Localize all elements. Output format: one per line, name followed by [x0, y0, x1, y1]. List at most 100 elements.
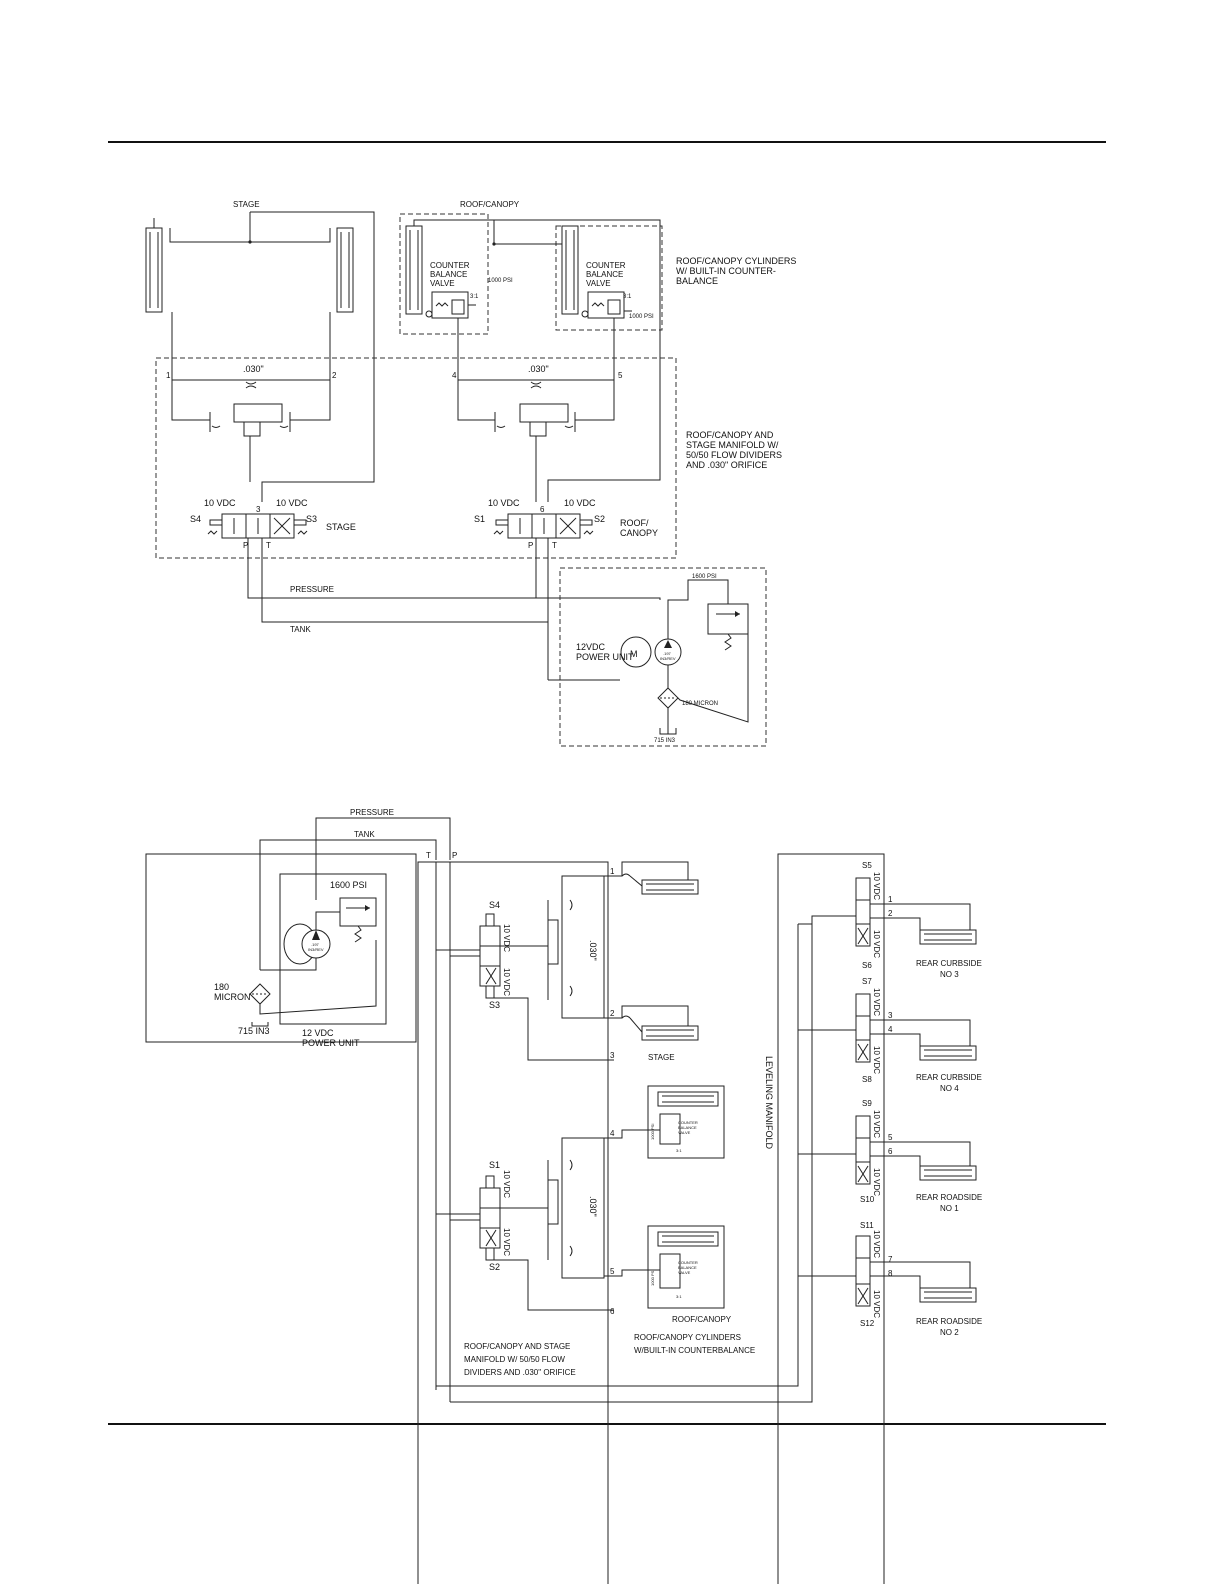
roof-valve-label-2: CANOPY — [620, 528, 658, 538]
b-lev-port-1: 1 — [888, 895, 893, 904]
b-port-5: 5 — [610, 1267, 615, 1276]
b-roof-label: ROOF/CANOPY — [672, 1315, 732, 1324]
cbv-left-setting: 1000 PSI — [488, 278, 513, 284]
b-sol-s8: S8 — [862, 1075, 872, 1084]
b-port-2: 2 — [610, 1009, 615, 1018]
pump-disp-2: IN3/REV — [660, 656, 676, 661]
b-cbv2-setting: 1000 PSI — [650, 1270, 655, 1286]
b-sol-s1: S1 — [489, 1160, 500, 1170]
b-cbv2-ratio: 3:1 — [676, 1294, 682, 1299]
b-roof-voltage-bottom: 10 VDC — [502, 1228, 511, 1256]
stage-port-t: T — [266, 541, 271, 550]
b-cbv2-2: BALANCE — [678, 1265, 697, 1270]
roof-cyl-group-right — [555, 225, 663, 331]
flow-divider-roof — [494, 403, 576, 502]
orifice-right: .030" — [528, 364, 549, 374]
b-stage-valve — [479, 913, 501, 999]
b-stage-cyl-1 — [641, 879, 699, 895]
b-lev-port-6: 6 — [888, 1147, 893, 1156]
b-power-unit-1: 12 VDC — [302, 1028, 334, 1038]
b-sol-s2: S2 — [489, 1262, 500, 1272]
b-cbv2-1: COUNTER — [678, 1260, 698, 1265]
b-lev-v1: 10 VDC — [872, 872, 881, 900]
cbv-right-ratio: 3:1 — [623, 294, 632, 300]
sol-s3: S3 — [306, 514, 317, 524]
b-pressure-label: PRESSURE — [350, 808, 394, 817]
b-manifold-note-3: DIVIDERS AND .030" ORIFICE — [464, 1368, 576, 1377]
b-leveling-manifold — [777, 853, 885, 1584]
b-jack-2-label-2: NO 4 — [940, 1084, 959, 1093]
b-cbv2-3: VALVE — [678, 1270, 691, 1275]
b-roof-cyl-2 — [657, 1231, 719, 1247]
cylinders-note-1: ROOF/CANOPY CYLINDERS — [676, 256, 796, 266]
b-reservoir: 715 IN3 — [238, 1026, 270, 1036]
b-lev-valve-3 — [798, 1115, 971, 1185]
b-sol-s11: S11 — [860, 1221, 874, 1230]
b-roof-cyl-group-2 — [647, 1225, 725, 1309]
top-manifold-box — [155, 357, 677, 559]
port-1: 1 — [166, 371, 171, 380]
stage-directional-valve — [207, 513, 308, 539]
b-lev-v2: 10 VDC — [872, 930, 881, 958]
power-unit-1: 12VDC — [576, 642, 606, 652]
roof-cyl-group-left — [399, 213, 489, 335]
b-jack-4-label-2: NO 2 — [940, 1328, 959, 1337]
b-jack-3-label-2: NO 1 — [940, 1204, 959, 1213]
b-cbv1-3: VALVE — [678, 1130, 691, 1135]
b-lev-port-7: 7 — [888, 1255, 893, 1264]
b-port-1: 1 — [610, 867, 615, 876]
b-roof-voltage-top: 10 VDC — [502, 1170, 511, 1198]
b-tank-label: TANK — [354, 830, 375, 839]
pressure-line-label: PRESSURE — [290, 585, 334, 594]
b-filter-1: 180 — [214, 982, 229, 992]
b-port-3: 3 — [610, 1051, 615, 1060]
manifold-note-3: 50/50 FLOW DIVIDERS — [686, 450, 782, 460]
cbv-right-setting: 1000 PSI — [629, 314, 654, 320]
b-lev-v6: 10 VDC — [872, 1168, 881, 1196]
manifold-note-4: AND .030" ORIFICE — [686, 460, 767, 470]
stage-valve-label: STAGE — [326, 522, 356, 532]
orifice-left: .030" — [243, 364, 264, 374]
b-relief-valve — [339, 897, 377, 927]
b-relief-setting: 1600 PSI — [330, 880, 367, 890]
port-4: 4 — [452, 371, 457, 380]
roof-valve-label-1: ROOF/ — [620, 518, 649, 528]
stage-cylinder-left — [145, 227, 163, 313]
roof-voltage-right: 10 VDC — [564, 498, 596, 508]
roof-voltage-left: 10 VDC — [488, 498, 520, 508]
cylinders-note-2: W/ BUILT-IN COUNTER- — [676, 266, 776, 276]
b-jack-2-label-1: REAR CURBSIDE — [916, 1073, 982, 1082]
bottom-diagram: PRESSURE TANK 1600 PSI .197 IN3/REV 180 … — [145, 808, 982, 1584]
b-lev-v4: 10 VDC — [872, 1046, 881, 1074]
b-cbv1-setting: 1000 PSI — [650, 1124, 655, 1140]
manifold-note-2: STAGE MANIFOLD W/ — [686, 440, 779, 450]
filter-rating: 180 MICRON — [682, 701, 718, 707]
cbv-right-label-2: BALANCE — [586, 270, 623, 279]
motor — [620, 636, 652, 668]
b-roof-valve — [479, 1175, 501, 1261]
cbv-right-label-3: VALVE — [586, 279, 611, 288]
b-pump-2: IN3/REV — [308, 947, 324, 952]
b-sol-s7: S7 — [862, 977, 872, 986]
cbv-left-symbol — [425, 291, 476, 319]
b-lev-port-5: 5 — [888, 1133, 893, 1142]
b-power-unit-2: POWER UNIT — [302, 1038, 360, 1048]
b-cylinders-note-1: ROOF/CANOPY CYLINDERS — [634, 1333, 741, 1342]
cbv-left-label-1: COUNTER — [430, 261, 470, 270]
b-sol-s6: S6 — [862, 961, 872, 970]
b-pump-1: .197 — [311, 942, 320, 947]
b-manifold-note-1: ROOF/CANOPY AND STAGE — [464, 1342, 570, 1351]
b-port-p-top: P — [452, 851, 457, 860]
b-cbv1-2: BALANCE — [678, 1125, 697, 1130]
b-lev-valve-1 — [798, 877, 971, 947]
roof-directional-valve — [493, 513, 594, 539]
relief-setting: 1600 PSI — [692, 574, 717, 580]
b-jack-1-label-1: REAR CURBSIDE — [916, 959, 982, 968]
cbv-right-label-1: COUNTER — [586, 261, 626, 270]
b-jack-1 — [919, 929, 977, 945]
cbv-right-symbol — [581, 291, 632, 319]
b-stage-voltage-top: 10 VDC — [502, 924, 511, 952]
flow-divider-stage — [209, 403, 291, 482]
b-lev-v8: 10 VDC — [872, 1290, 881, 1318]
